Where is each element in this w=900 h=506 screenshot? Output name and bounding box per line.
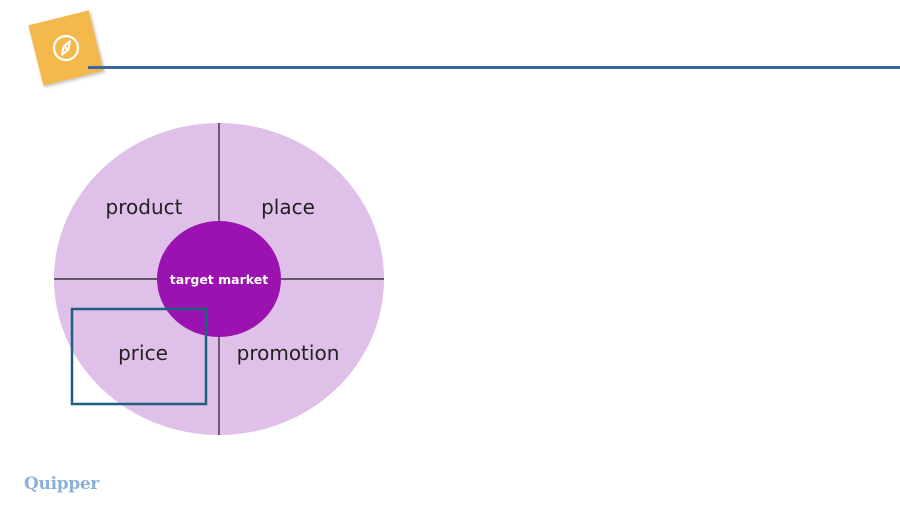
compass-badge	[28, 10, 104, 86]
quipper-logo: Quipper	[24, 474, 100, 494]
quadrant-label-promotion: promotion	[237, 341, 340, 365]
header-divider	[88, 66, 900, 69]
price-highlight-box	[70, 307, 208, 406]
target-market-label: target market	[170, 272, 268, 287]
quadrant-label-product: product	[106, 195, 183, 219]
compass-icon	[52, 34, 80, 62]
quadrant-label-price: price	[118, 341, 168, 365]
quadrant-label-place: place	[261, 195, 315, 219]
slide-header	[0, 0, 900, 100]
